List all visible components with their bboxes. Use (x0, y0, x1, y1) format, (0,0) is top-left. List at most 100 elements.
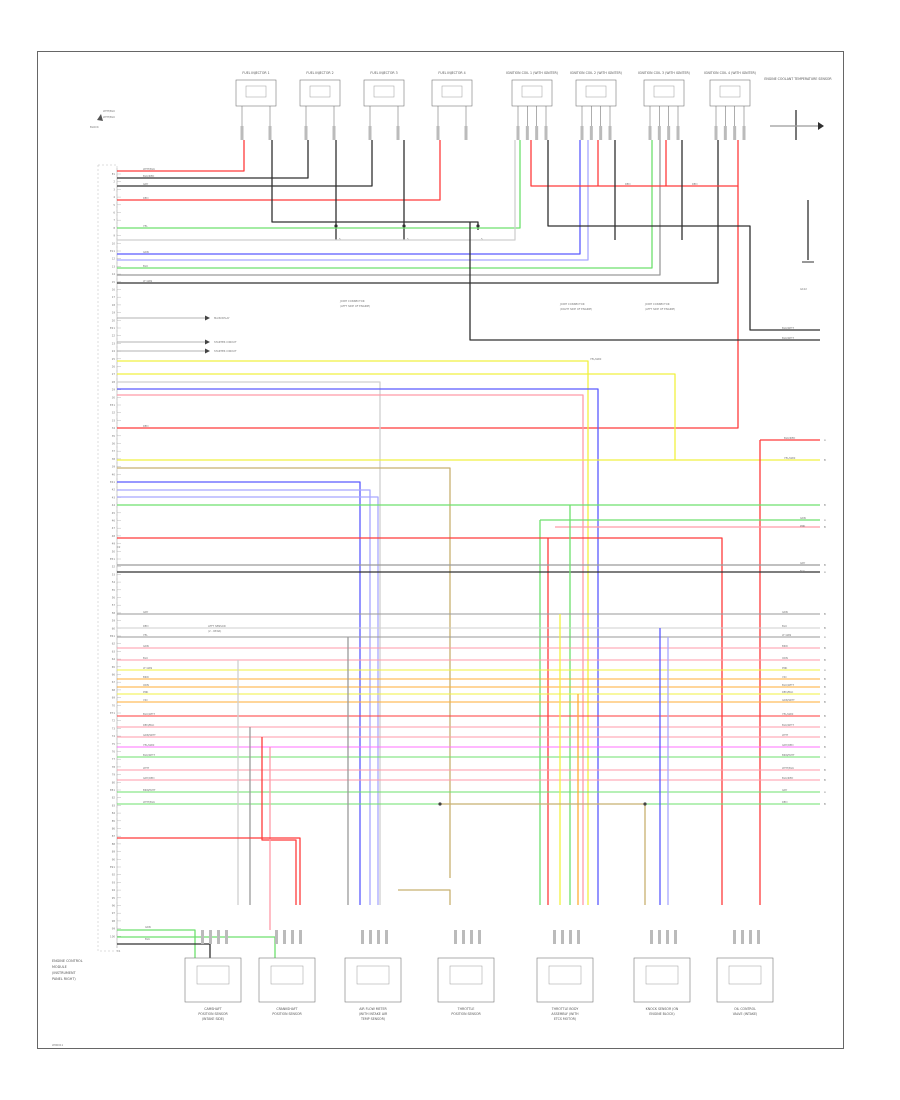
wire-label: WHT/BLK (143, 167, 155, 171)
wire-label: YEL (143, 224, 148, 228)
ecm-pin-label: E21 (110, 326, 115, 330)
bottom-component-label: OIL CONTROL (734, 1007, 756, 1011)
ecm-pin-label: 66 (112, 673, 116, 677)
terminal-label: A (824, 692, 826, 696)
wire-label: GRY (143, 610, 149, 614)
throttle-wire (117, 467, 451, 878)
wire-label: GRN (800, 516, 806, 520)
terminal-label: A (824, 725, 826, 729)
splice-label: S (481, 237, 483, 241)
wire-label: WHT/BLU (103, 109, 115, 113)
ecm-connector-label: C2 (117, 545, 121, 549)
wire-label: VIO (782, 675, 787, 679)
ecm-pin-label: 14 (112, 272, 116, 276)
crank-wire (117, 837, 301, 905)
component-icon (245, 85, 267, 98)
connector-terminal (385, 930, 388, 944)
top-component-label: FUEL INJECTOR 2 (306, 71, 333, 75)
connector-terminal (667, 126, 671, 140)
ecm-pin-label: 86 (112, 827, 116, 831)
component-box (575, 79, 617, 107)
airflow-wire (117, 489, 371, 905)
motor-wire (117, 537, 723, 905)
ecm-pin-label: 27 (112, 372, 116, 376)
component-box (536, 957, 594, 1003)
wire-label: BLU/WHT (143, 712, 155, 716)
wire-label: WHT/BLK (143, 800, 155, 804)
ecm-pin-label: 50 (112, 549, 116, 553)
connector-terminal (304, 126, 308, 140)
wire-label: BLU (782, 624, 787, 628)
component-box (643, 79, 685, 107)
connector-terminal (561, 930, 564, 944)
ecm-pin-label: 79 (112, 773, 116, 777)
top-component: IGNITION COIL 4 (WITH IGNITER) (704, 71, 756, 140)
injector-feed-wire (271, 140, 479, 230)
injector-signal-wire (117, 140, 309, 179)
ecm-pin-label: 90 (112, 857, 116, 861)
wire-label: ORN (782, 656, 788, 660)
component-icon (270, 965, 304, 985)
top-component-label: FUEL INJECTOR 3 (370, 71, 397, 75)
ecm-pin-label: 40 (112, 472, 116, 476)
ecm-pin-label: 18 (112, 303, 116, 307)
connector-terminal (589, 126, 593, 140)
arrow-icon (205, 339, 210, 345)
wire-label: BLU (143, 264, 148, 268)
connector-terminal (553, 930, 556, 944)
ecm-pin-label: 44 (112, 503, 116, 507)
wire-label: YEL/GRN (784, 456, 795, 460)
connector-terminal (714, 126, 718, 140)
terminal-label: B (824, 768, 826, 772)
ecm-pin-label: 32 (112, 411, 116, 415)
connector-terminal (368, 126, 372, 140)
ecm-pin-label: E71 (110, 711, 115, 715)
top-component-label: FUEL INJECTOR 1 (242, 71, 269, 75)
ignition-wire (117, 140, 661, 276)
wire-label: BLK/WHT (782, 723, 794, 727)
ecm-pin-label: 9 (113, 234, 115, 238)
ecm-pin-label: 36 (112, 442, 116, 446)
connector-terminal (666, 930, 669, 944)
cam-wire (117, 936, 276, 960)
ecm-pin-label: 96 (112, 904, 116, 908)
ecm-pin-label: 88 (112, 842, 116, 846)
connector-terminal (733, 930, 736, 944)
ignition-wire (117, 140, 516, 241)
splice-point (438, 802, 442, 806)
connector-terminal (749, 930, 752, 944)
ecm-title-line: (INSTRUMENT (52, 971, 77, 975)
ecm-pin-label: 97 (112, 911, 116, 915)
component-box (184, 957, 242, 1003)
bottom-component-label: ASSEMBLY (WITH (551, 1012, 579, 1016)
ecm-pin-label: 26 (112, 365, 116, 369)
top-component: IGNITION COIL 1 (WITH IGNITER) (506, 71, 558, 140)
wire-label: WHT (143, 766, 150, 770)
ecm-pin-label: 62 (112, 642, 116, 646)
wire-label: BLU/WHT (782, 683, 794, 687)
splice-label: S (339, 237, 341, 241)
wire-label: RED (625, 182, 630, 186)
terminal-label: B (824, 458, 826, 462)
component-box (716, 957, 774, 1003)
component-icon (719, 85, 741, 98)
sensor-bus-wire (117, 373, 676, 460)
ecm-pin-label: 4 (113, 195, 115, 199)
wire-label: RED (143, 424, 148, 428)
airflow-wire (117, 481, 361, 905)
wire-label: YEL/GRN (590, 357, 601, 361)
wire-label: BRN/WHT (143, 788, 156, 792)
wire-label: BLK/RED (782, 776, 793, 780)
terminal-label: B (824, 677, 826, 681)
wire-label: RED (143, 624, 148, 628)
ecm-pin-label: 64 (112, 657, 116, 661)
ecm-pin-label: 65 (112, 665, 116, 669)
component-box (258, 957, 316, 1003)
ecm-pin-label: 63 (112, 649, 116, 653)
component-box (235, 79, 277, 107)
wire-label: LT GRN (143, 279, 152, 283)
ecm-pin-label: 7 (113, 218, 115, 222)
connector-terminal (436, 126, 440, 140)
wire-label: WHT/BLK (782, 766, 794, 770)
